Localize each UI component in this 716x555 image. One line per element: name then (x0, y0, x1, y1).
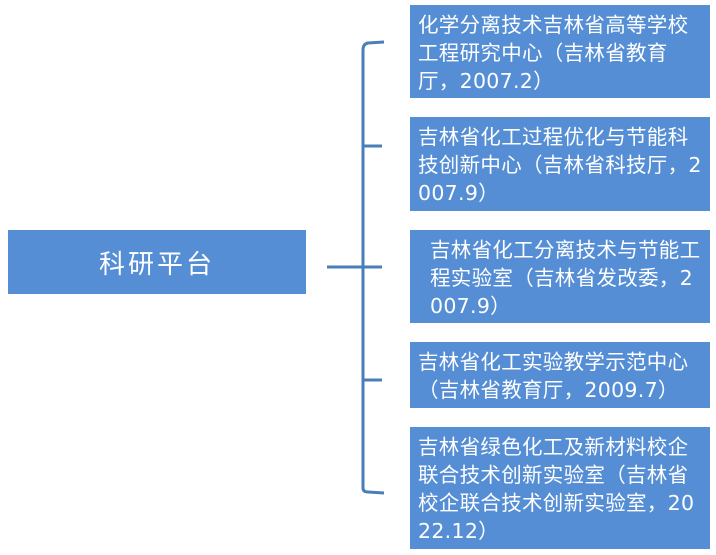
root-label: 科研平台 (98, 249, 215, 280)
platform-label: 吉林省绿色化工及新材料校企联合技术创新实验室（吉林省校企联合技术创新实验室，20… (418, 435, 695, 543)
platform-item-3: 吉林省化工分离技术与节能工程实验室（吉林省发改委，2007.9） (410, 230, 710, 323)
root-node: 科研平台 (8, 230, 306, 294)
platform-item-2: 吉林省化工过程优化与节能科技创新中心（吉林省科技厅，2007.9） (410, 117, 710, 211)
platform-label: 吉林省化工实验教学示范中心（吉林省教育厅，2009.7） (418, 350, 689, 402)
platform-label: 吉林省化工分离技术与节能工程实验室（吉林省发改委，2007.9） (430, 238, 701, 318)
platform-label: 吉林省化工过程优化与节能科技创新中心（吉林省科技厅，2007.9） (418, 125, 702, 205)
platform-item-1: 化学分离技术吉林省高等学校工程研究中心（吉林省教育厅，2007.2） (410, 5, 710, 98)
platform-item-5: 吉林省绿色化工及新材料校企联合技术创新实验室（吉林省校企联合技术创新实验室，20… (410, 427, 710, 549)
bracket-line (361, 40, 385, 495)
platform-item-4: 吉林省化工实验教学示范中心（吉林省教育厅，2009.7） (410, 342, 710, 408)
platform-label: 化学分离技术吉林省高等学校工程研究中心（吉林省教育厅，2007.2） (418, 13, 689, 93)
